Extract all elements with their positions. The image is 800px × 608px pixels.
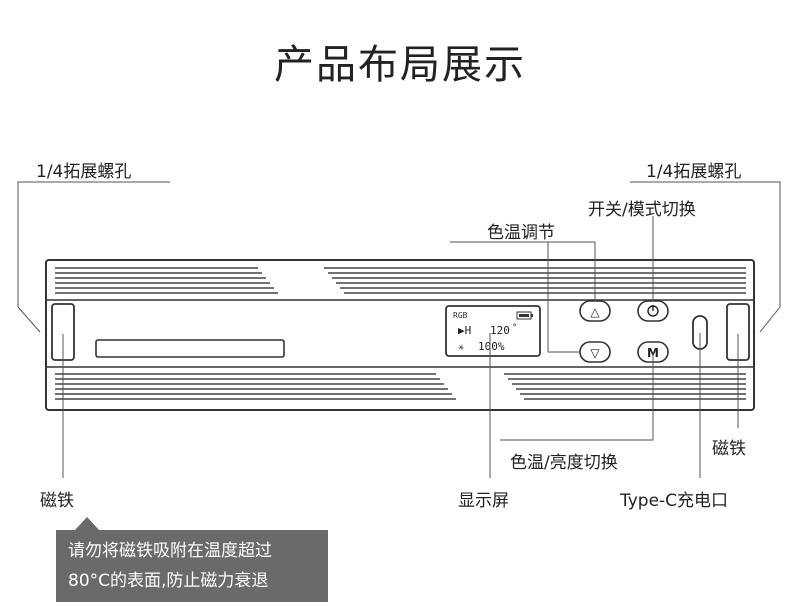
label-screw-hole-left: 1/4拓展螺孔	[36, 162, 132, 182]
screen-line2-value: 100%	[478, 340, 505, 353]
label-screw-hole-right: 1/4拓展螺孔	[646, 162, 742, 182]
label-magnet-right: 磁铁	[712, 439, 746, 459]
label-display: 显示屏	[458, 491, 509, 511]
bottom-vent-right	[504, 373, 746, 400]
magnet-warning-note: 请勿将磁铁吸附在温度超过 80°C的表面,防止磁力衰退	[56, 530, 328, 602]
battery-icon	[516, 311, 533, 320]
top-vent-right	[324, 267, 746, 294]
screen-line1-prefix: ▶H	[458, 324, 471, 337]
screen-mode: RGB	[453, 311, 468, 320]
up-arrow-icon: △	[590, 305, 600, 319]
color-temp-down-button[interactable]: ▽	[579, 341, 611, 363]
page-title: 产品布局展示	[274, 42, 526, 88]
label-magnet-left: 磁铁	[40, 491, 74, 511]
label-usb-c: Type-C充电口	[620, 491, 729, 511]
label-power-mode: 开关/模式切换	[588, 200, 696, 220]
leader-lines	[17, 181, 781, 478]
note-line-2: 80°C的表面,防止磁力衰退	[68, 571, 269, 591]
note-pointer	[74, 517, 100, 531]
front-slot	[95, 339, 285, 358]
bottom-vent-left	[55, 373, 456, 400]
top-vent-left	[55, 267, 278, 294]
label-temp-brightness-switch: 色温/亮度切换	[510, 453, 618, 473]
device-body	[45, 259, 755, 411]
screen-line1-unit: °	[512, 323, 517, 333]
power-mode-button[interactable]	[637, 300, 669, 322]
note-line-1: 请勿将磁铁吸附在温度超过	[68, 541, 272, 561]
label-color-temp-adjust: 色温调节	[487, 223, 555, 243]
screen-line2-icon: ✳	[458, 342, 464, 353]
display-screen: RGB ▶H 120 ° ✳ 100%	[445, 305, 541, 357]
color-temp-up-button[interactable]: △	[579, 300, 611, 322]
down-arrow-icon: ▽	[590, 346, 600, 360]
screen-line1-value: 120	[490, 324, 510, 337]
